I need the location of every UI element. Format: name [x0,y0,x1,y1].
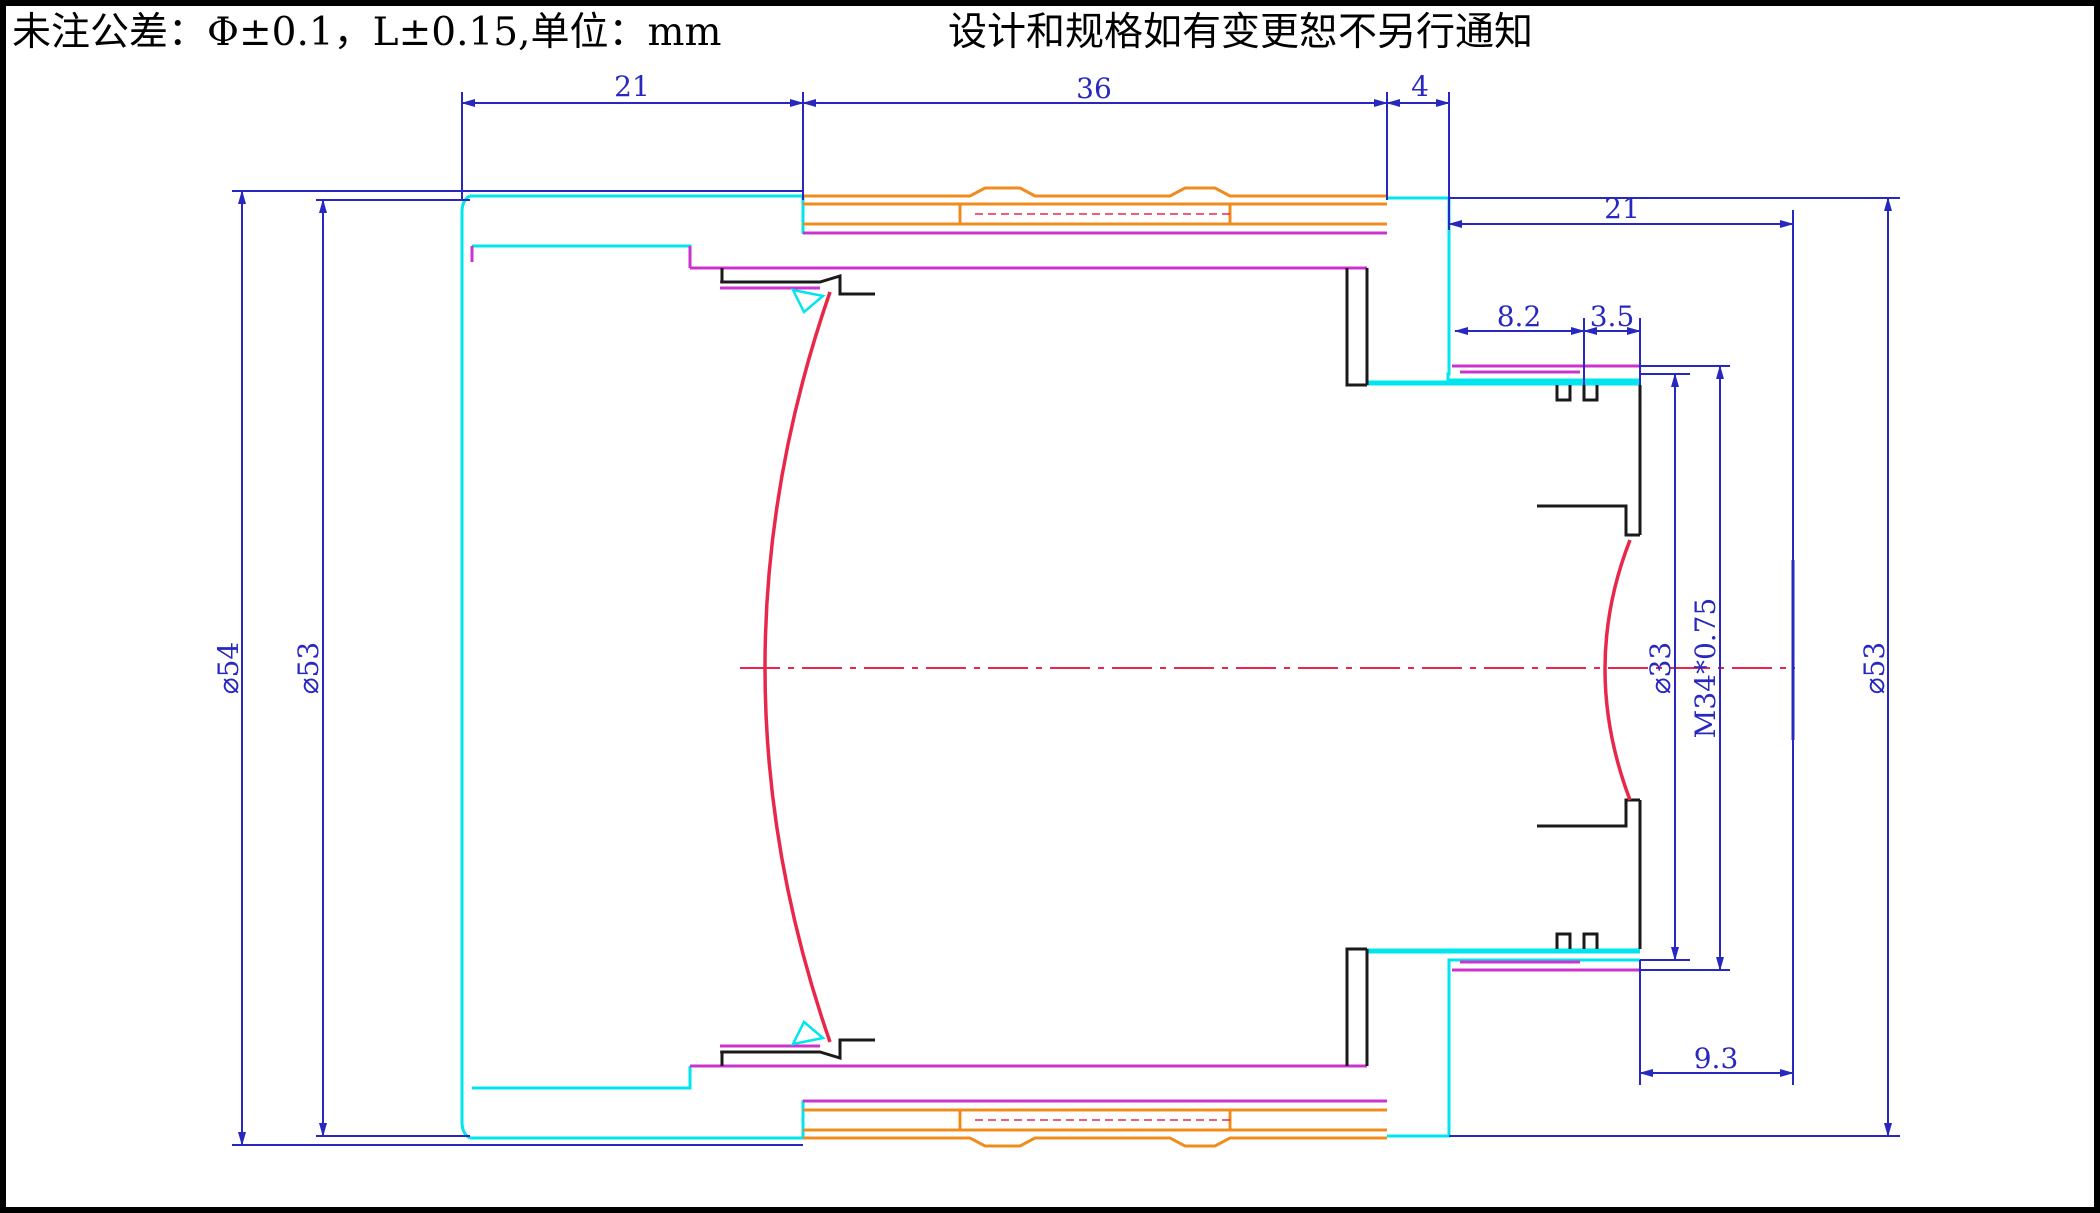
dim-right-21: 21 [1604,192,1640,225]
dim-thread-8-2: 8.2 [1497,300,1542,333]
dim-thread-spec-m34: M34*0.75 [1689,598,1722,739]
dim-outer-diameter-54: ⌀54 [212,642,245,695]
dim-bottom-9-3: 9.3 [1694,1042,1739,1075]
lens-retainer-lines [720,268,1642,1066]
dim-top-left-21: 21 [614,70,650,103]
dim-mount-diameter-33: ⌀33 [1644,642,1677,695]
disclaimer-note: 设计和规格如有变更恕不另行通知 [948,10,1534,55]
dim-top-right-4: 4 [1411,70,1429,103]
dim-top-middle-36: 36 [1076,72,1112,105]
dim-flange-3-5: 3.5 [1590,300,1635,333]
dimension-lines [232,92,1900,1146]
focus-ring-center-dash [975,213,1230,1121]
dim-body-diameter-53: ⌀53 [292,642,325,695]
dim-right-diameter-53: ⌀53 [1858,642,1891,695]
rear-lens-element [1603,539,1632,801]
tolerance-note: 未注公差：Φ±0.1，L±0.15,单位：mm [12,10,722,55]
